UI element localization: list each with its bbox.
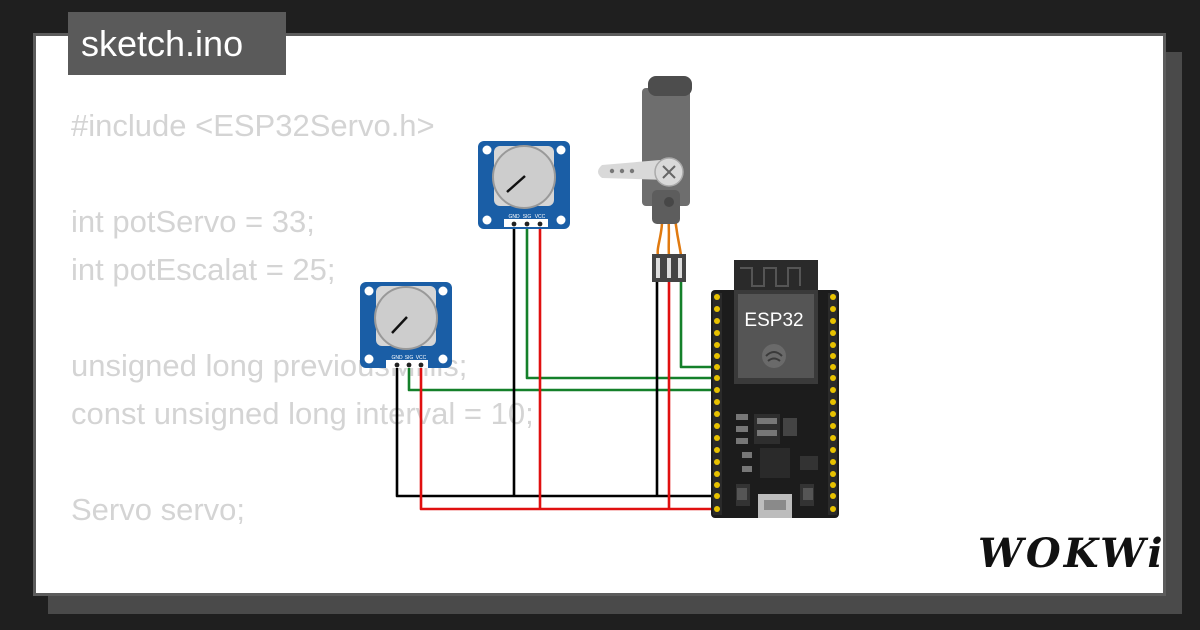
file-tab[interactable]: sketch.ino (68, 12, 286, 75)
code-line: int potServo = 33; (71, 204, 315, 239)
servo-motor[interactable] (598, 76, 692, 282)
wokwi-logo[interactable]: WOKWi (978, 530, 1166, 577)
esp32-board[interactable]: ESP32 (711, 260, 839, 518)
wire-pot1-gnd[interactable] (395, 366, 714, 498)
code-card: #include <ESP32Servo.h> int potServo = 33… (33, 33, 1166, 596)
wires (395, 226, 714, 511)
code-line: #include <ESP32Servo.h> (71, 108, 435, 143)
pot-pin-label: VCC (416, 355, 427, 361)
code-line: int potEscalat = 25; (71, 252, 336, 287)
boot-button[interactable] (803, 488, 813, 500)
pot-pin-label: SIG (405, 355, 414, 361)
esp32-label: ESP32 (744, 310, 803, 331)
servo-lower (652, 190, 680, 224)
code-line: Servo servo; (71, 492, 246, 527)
potentiometer-2[interactable]: GND SIG VCC (478, 141, 570, 229)
wire-servo-sig[interactable] (679, 282, 714, 369)
pot-pin-label: GND (391, 355, 403, 361)
pot-pin-label: VCC (535, 214, 546, 220)
wire-pot1-vcc[interactable] (419, 366, 714, 511)
code-line: const unsigned long interval = 10; (71, 396, 534, 431)
pot-pin-label: GND (508, 214, 520, 220)
en-button[interactable] (737, 488, 747, 500)
wire-pot1-sig[interactable] (407, 366, 714, 392)
code-line: void setup() { (71, 582, 534, 593)
board-pin-headers (713, 293, 837, 515)
servo-body (642, 88, 690, 206)
espressif-logo-icon (762, 344, 786, 368)
wire-pot2-sig[interactable] (525, 226, 714, 380)
pot-pin-label: SIG (523, 214, 532, 220)
potentiometer-1[interactable]: GND SIG VCC (360, 282, 452, 368)
servo-mount-tab (648, 76, 692, 96)
code-editor: #include <ESP32Servo.h> int potServo = 33… (71, 102, 534, 593)
